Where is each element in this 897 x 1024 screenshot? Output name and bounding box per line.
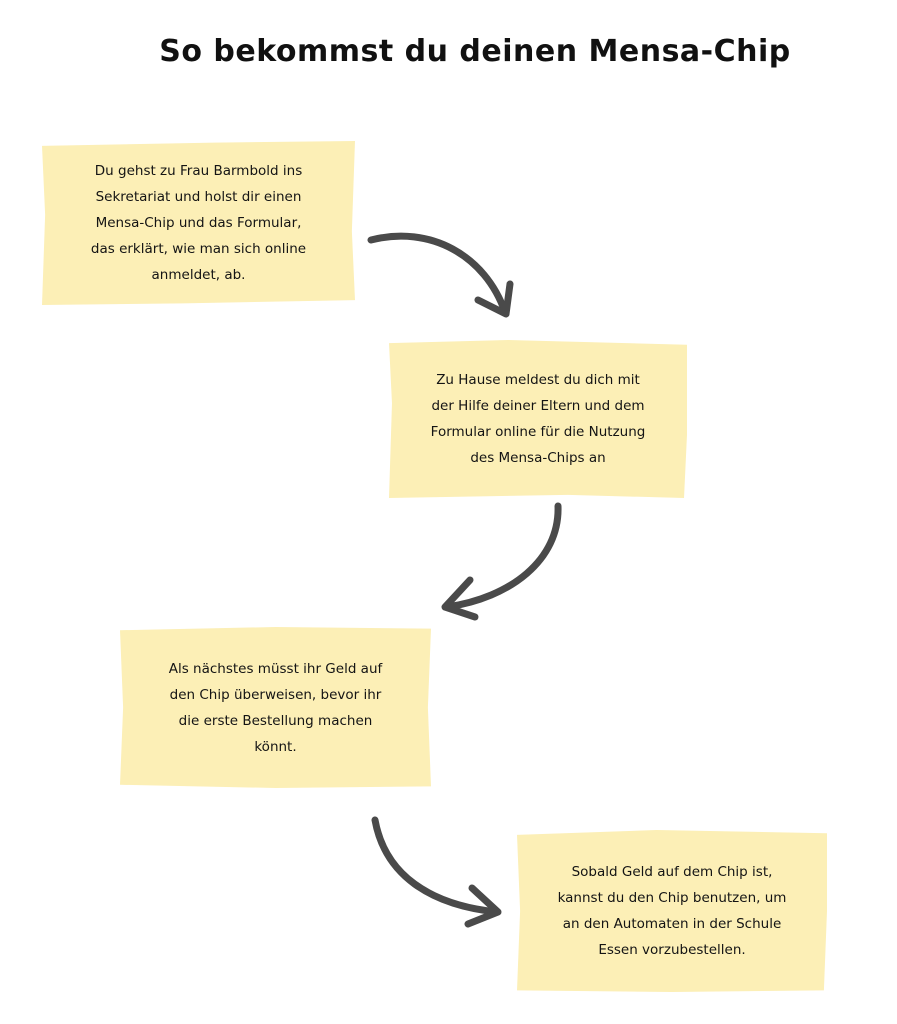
step-3-note: Als nächstes müsst ihr Geld auf den Chip… [120,627,431,788]
step-2-text: Zu Hause meldest du dich mit der Hilfe d… [430,372,646,466]
step-1-text: Du gehst zu Frau Barmbold ins Sekretaria… [90,163,307,283]
step-2-note: Zu Hause meldest du dich mit der Hilfe d… [389,340,687,498]
arrow-1-icon [367,232,514,318]
step-4-note: Sobald Geld auf dem Chip ist, kannst du … [517,830,827,992]
step-1-note: Du gehst zu Frau Barmbold ins Sekretaria… [42,141,355,305]
arrow-3-icon [371,816,502,928]
step-3-text: Als nächstes müsst ihr Geld auf den Chip… [168,660,383,755]
arrow-2-icon [441,502,562,621]
diagram-title: So bekommst du deinen Mensa-Chip [159,34,791,69]
step-4-text: Sobald Geld auf dem Chip ist, kannst du … [557,864,787,958]
